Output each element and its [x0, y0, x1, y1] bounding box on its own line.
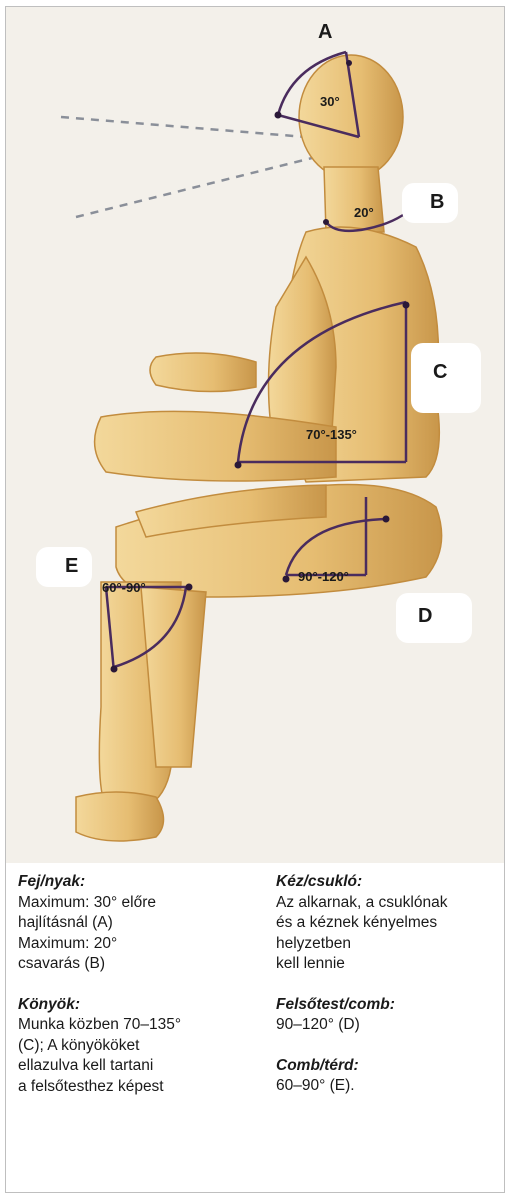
angle-d-text: 90°-120°	[298, 569, 349, 584]
torso-thigh-block: Felsőtest/comb: 90–120° (D)	[276, 995, 496, 1036]
elbow-heading: Könyök:	[18, 995, 238, 1016]
head-neck-block: Fej/nyak: Maximum: 30° előre hajlításnál…	[18, 872, 238, 975]
hand-wrist-block: Kéz/csukló: Az alkarnak, a csuklónak és …	[276, 872, 496, 975]
text-line: hajlításnál (A)	[18, 913, 238, 934]
hand-wrist-heading: Kéz/csukló:	[276, 872, 496, 893]
thigh-knee-heading: Comb/térd:	[276, 1056, 496, 1077]
torso-thigh-heading: Felsőtest/comb:	[276, 995, 496, 1016]
elbow-block: Könyök: Munka közben 70–135° (C); A köny…	[18, 995, 238, 1098]
seated-person-illustration: 30° 20° 70°-135° 90°-120° 60°-90°	[6, 7, 504, 863]
text-line: és a kéznek kényelmes	[276, 913, 496, 934]
label-c: C	[433, 361, 447, 384]
label-d-background	[396, 593, 472, 643]
text-line: 90–120° (D)	[276, 1015, 496, 1036]
angle-e-text: 60°-90°	[102, 580, 146, 595]
label-d: D	[418, 605, 432, 628]
text-line: Maximum: 30° előre	[18, 893, 238, 914]
text-line: helyzetben	[276, 934, 496, 955]
text-line: Munka közben 70–135°	[18, 1015, 238, 1036]
text-line: a felsőtesthez képest	[18, 1077, 238, 1098]
sight-lines	[61, 117, 316, 217]
text-line: Az alkarnak, a csuklónak	[276, 893, 496, 914]
text-line: csavarás (B)	[18, 954, 238, 975]
angle-c-text: 70°-135°	[306, 427, 357, 442]
label-b: B	[430, 191, 444, 214]
angle-b-text: 20°	[354, 205, 374, 220]
text-line: Maximum: 20°	[18, 934, 238, 955]
ergonomics-figure: 30° 20° 70°-135° 90°-120° 60°-90° A B C …	[6, 7, 504, 863]
angle-a-text: 30°	[320, 94, 340, 109]
label-e-background	[36, 547, 92, 587]
text-line: 60–90° (E).	[276, 1076, 496, 1097]
left-column: Fej/nyak: Maximum: 30° előre hajlításnál…	[18, 872, 238, 1117]
human-body	[76, 55, 442, 841]
text-line: ellazulva kell tartani	[18, 1056, 238, 1077]
label-a: A	[318, 21, 332, 44]
text-line: (C); A könyököket	[18, 1036, 238, 1057]
thigh-knee-block: Comb/térd: 60–90° (E).	[276, 1056, 496, 1097]
right-column: Kéz/csukló: Az alkarnak, a csuklónak és …	[276, 872, 496, 1117]
head-neck-heading: Fej/nyak:	[18, 872, 238, 893]
text-line: kell lennie	[276, 954, 496, 975]
label-e: E	[65, 555, 78, 578]
